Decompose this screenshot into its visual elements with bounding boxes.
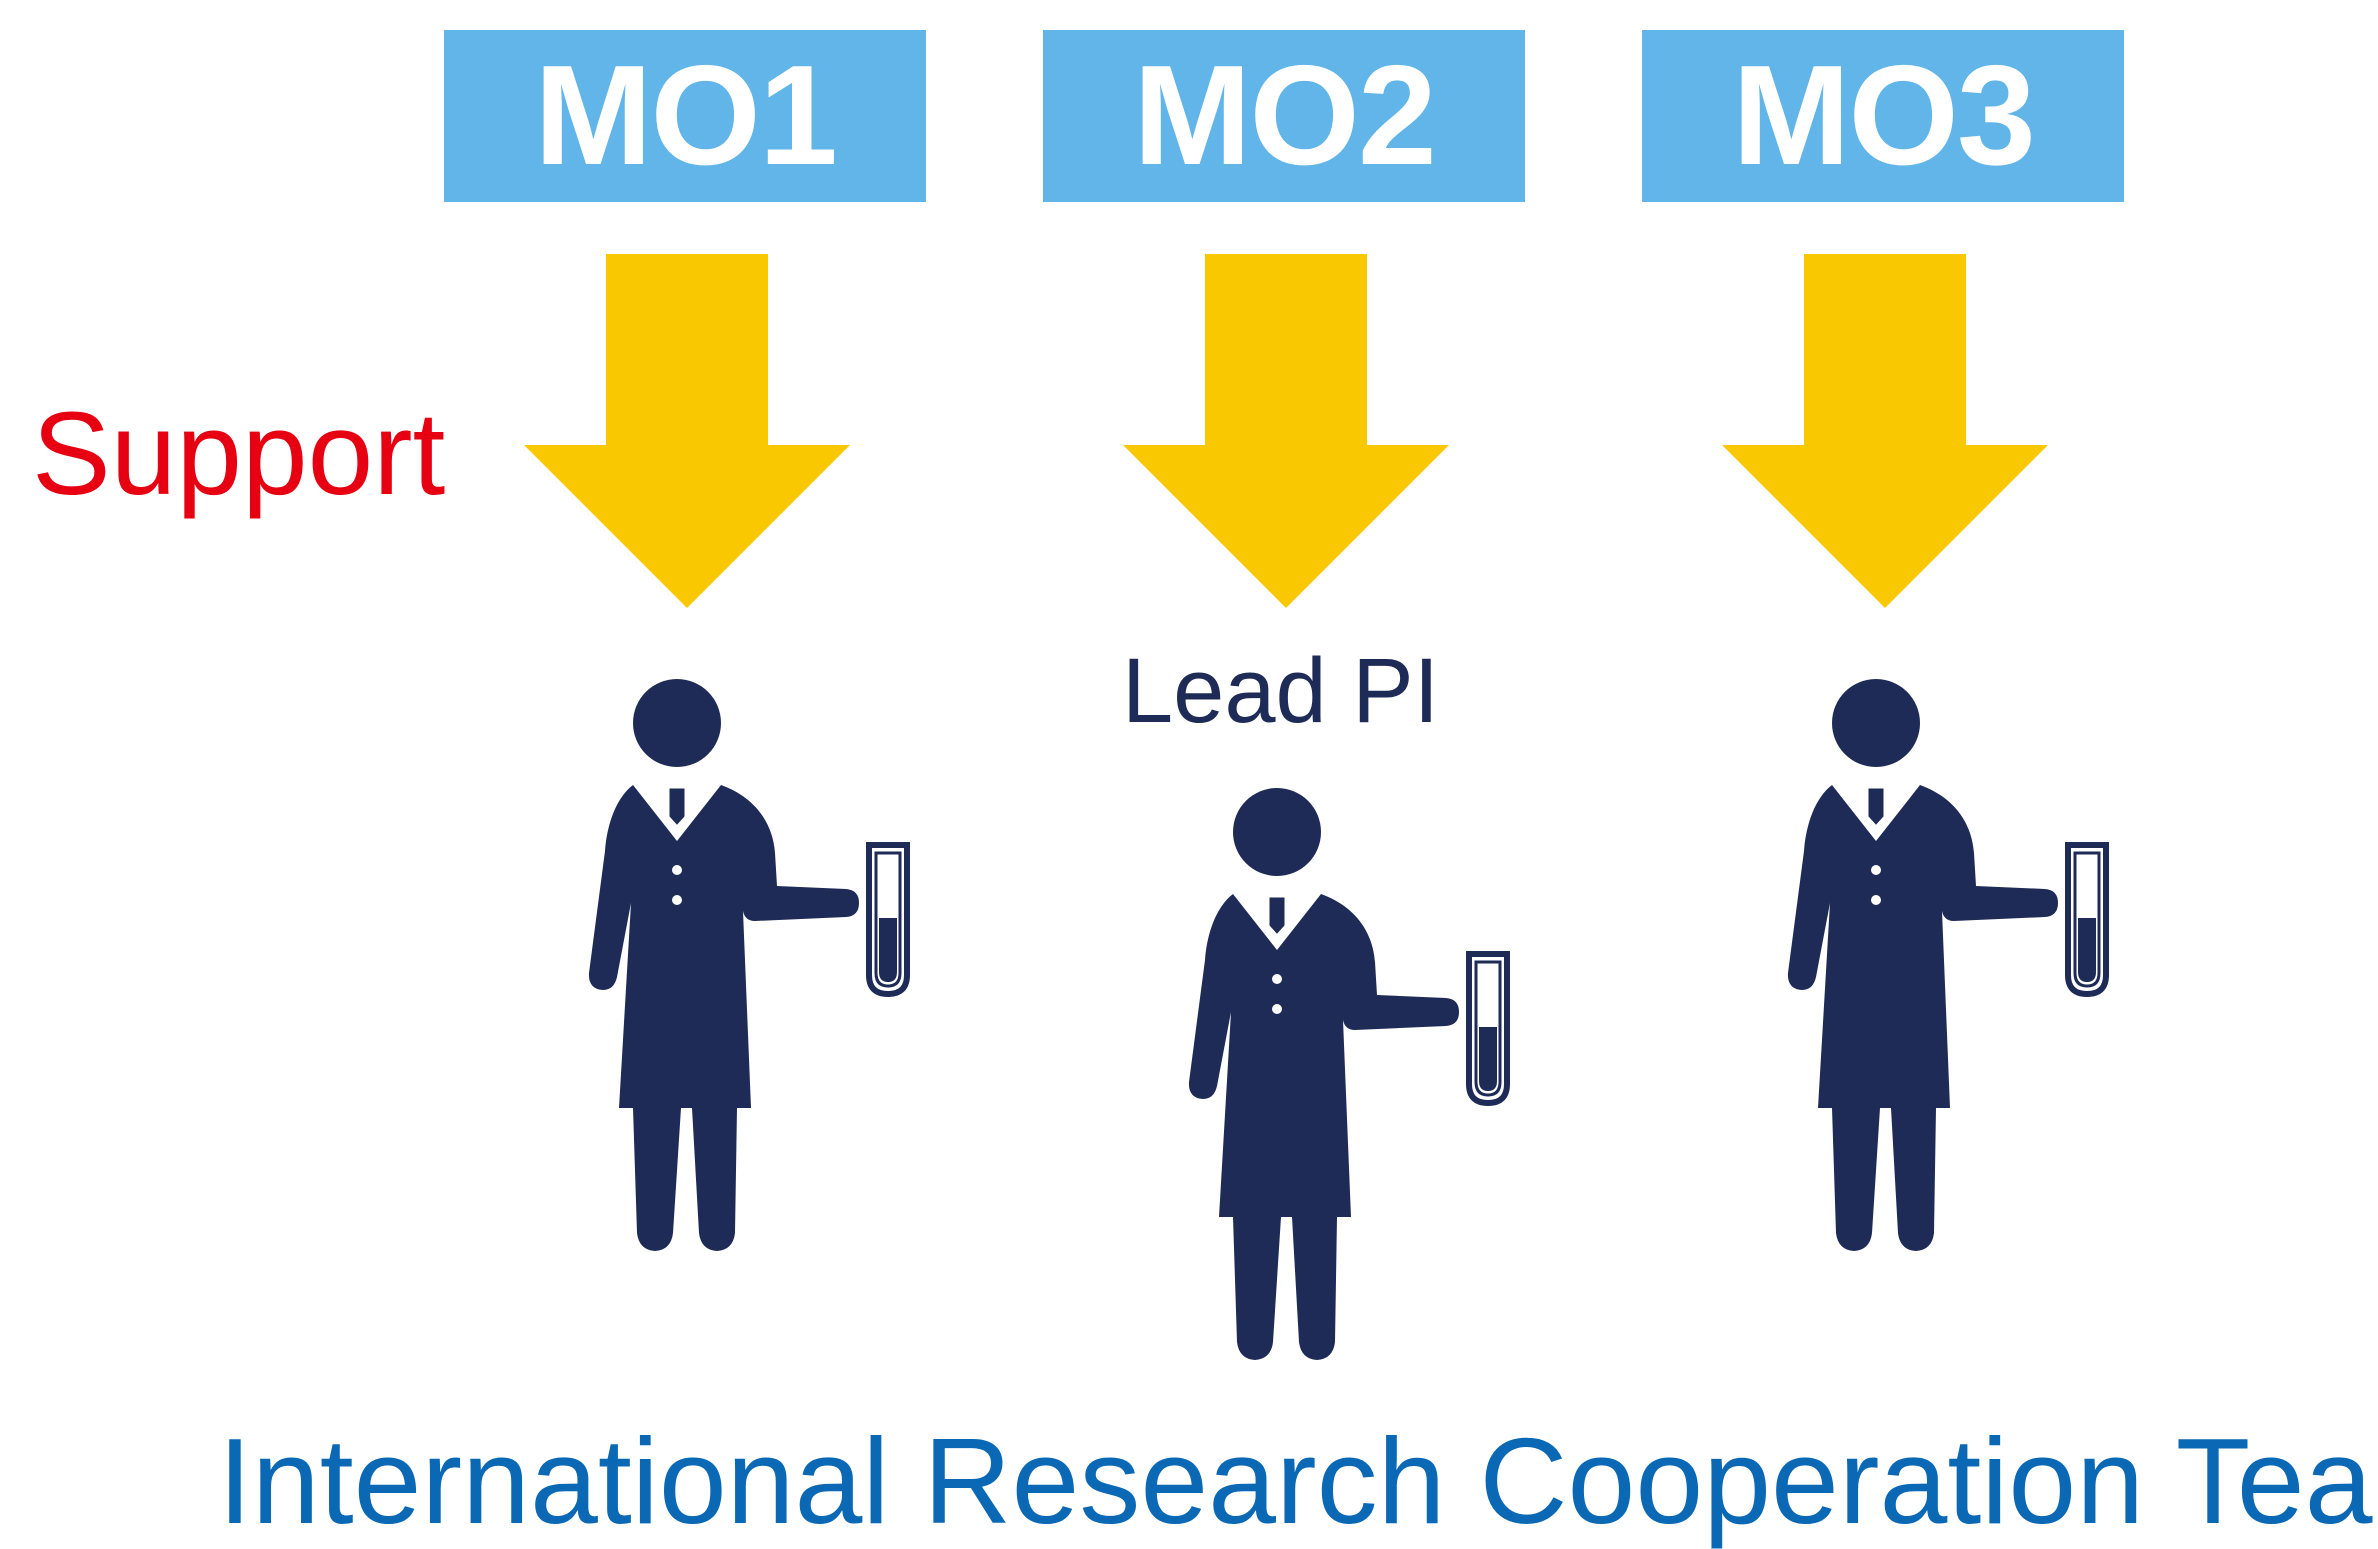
researcher-icon xyxy=(589,679,907,1251)
lead-researcher-icon xyxy=(1189,788,1507,1360)
funder-label: MO3 xyxy=(1732,36,2036,195)
down-arrow-icon xyxy=(1123,254,1449,608)
down-arrow-icon xyxy=(1722,254,2048,608)
lead-pi-label: Lead PI xyxy=(1122,640,1440,742)
down-arrow-icon xyxy=(524,254,850,608)
funder-label: MO2 xyxy=(1133,36,1437,195)
support-label: Support xyxy=(32,388,446,520)
funder-box-mo3: MO3 xyxy=(1642,30,2124,202)
team-title: International Research Cooperation Team xyxy=(218,1413,2378,1549)
funder-box-mo2: MO2 xyxy=(1043,30,1525,202)
funder-label: MO1 xyxy=(534,36,838,195)
researcher-icon xyxy=(1788,679,2106,1251)
funder-box-mo1: MO1 xyxy=(444,30,926,202)
